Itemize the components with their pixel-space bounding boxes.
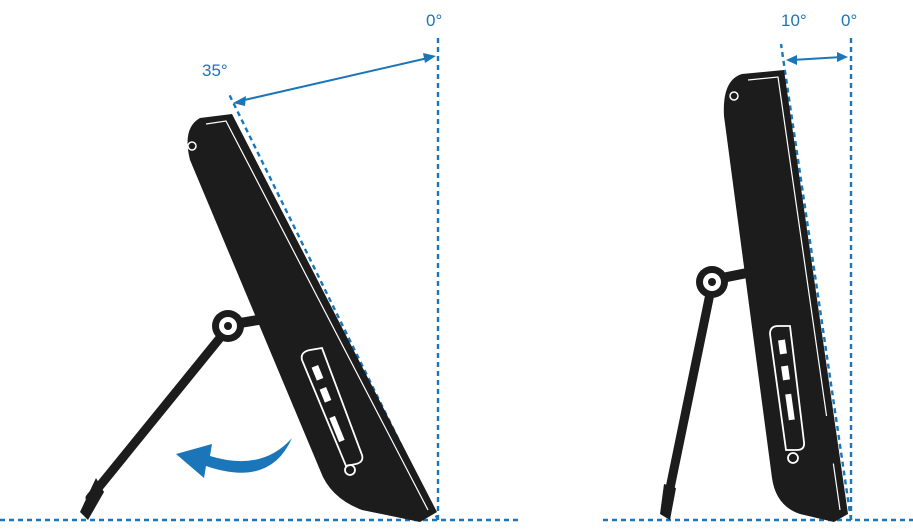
hinge-pin-right (708, 278, 716, 286)
monitor-bezel-right (747, 76, 841, 511)
label-right-zero-degrees: 0° (841, 11, 857, 30)
label-left-tilt-degrees: 35° (202, 61, 228, 80)
monitor-bezel-left (205, 120, 429, 511)
monitor-button-right (729, 91, 739, 101)
arrowhead-right-start (786, 55, 797, 65)
angle-measure-arrow-right (791, 56, 843, 61)
left-configuration (80, 38, 440, 522)
usb-port-right-1 (778, 339, 787, 355)
kickstand-foot-right (660, 484, 676, 520)
hinge-pin-left (224, 322, 232, 330)
label-left-zero-degrees: 0° (426, 11, 442, 30)
rear-tab-left (374, 428, 400, 478)
kickstand-leg-right (663, 279, 717, 503)
monitor-body-right (723, 70, 848, 522)
usb-port-left-1 (311, 365, 324, 381)
angle-measure-arrow-left (239, 57, 429, 102)
usb-port-right-2 (781, 365, 790, 381)
arrowhead-left-end (423, 53, 436, 63)
rear-tab-right (822, 415, 835, 465)
tilt-reference-line-right (779, 43, 853, 521)
usb-port-left-2 (319, 387, 332, 403)
kickstand-foot-left (80, 478, 104, 520)
arrowhead-right-end (837, 52, 848, 62)
arrowhead-left-start (233, 96, 246, 106)
card-slot-left (329, 415, 345, 443)
monitor-button-left (187, 141, 197, 151)
audio-jack-left (344, 464, 356, 476)
audio-jack-right (787, 452, 799, 464)
tilt-reference-line-left (226, 91, 440, 521)
right-configuration (660, 38, 853, 522)
port-panel-left (300, 346, 364, 468)
label-right-tilt-degrees: 10° (781, 11, 807, 30)
card-slot-right (785, 393, 795, 421)
monitor-body-left (187, 114, 437, 522)
kickstand-leg-left (85, 323, 233, 503)
port-panel-right (769, 325, 806, 451)
curved-arrow-icon (176, 438, 292, 478)
